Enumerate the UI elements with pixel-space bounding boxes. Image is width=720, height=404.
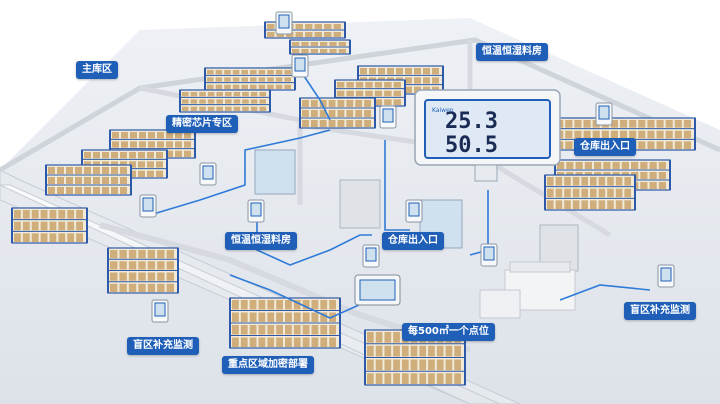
sensor-device-icon <box>151 299 169 323</box>
wire-far-right <box>559 284 651 301</box>
sensor-device-icon <box>379 105 397 129</box>
wire-main <box>149 129 331 216</box>
shelf-unit <box>11 207 88 244</box>
shelf-unit <box>229 297 341 349</box>
outer-wall-left <box>0 169 521 404</box>
display-brand: Kaiwen <box>432 107 454 114</box>
shelf-unit <box>45 164 132 196</box>
sensor-device-icon <box>247 199 265 223</box>
label-key-area-dense: 重点区域加密部署 <box>222 356 314 374</box>
label-blind-spot-right: 盲区补充监测 <box>624 302 696 320</box>
wire-upper <box>299 69 331 121</box>
sensor-device-icon <box>199 162 217 186</box>
glass-door-left <box>254 149 296 195</box>
shelf-unit <box>544 174 636 211</box>
sensor-device-icon <box>657 264 675 288</box>
sensor-device-icon <box>480 243 498 267</box>
shelf-unit <box>289 39 351 55</box>
label-constant-temp-room-top: 恒温恒湿料房 <box>476 43 548 61</box>
sensor-device-icon <box>362 244 380 268</box>
label-constant-temp-room-mid: 恒温恒湿料房 <box>225 232 297 250</box>
rollup-door-center <box>339 179 381 229</box>
shelf-unit <box>299 97 376 129</box>
shelf-unit <box>179 89 271 113</box>
display-reading-2: 50.5 <box>445 133 498 158</box>
label-entrance-right: 仓库出入口 <box>574 138 636 156</box>
sensor-device-icon <box>595 102 613 126</box>
gateway-monitor <box>354 274 401 306</box>
shelf-unit <box>107 247 179 294</box>
shelf-unit <box>204 67 296 91</box>
sensor-device-icon <box>405 199 423 223</box>
large-display-device: 25.3 50.5 Kaiwen <box>414 89 561 182</box>
shelving-group <box>11 21 696 386</box>
sensor-device-icon <box>291 54 309 78</box>
label-per-500sqm: 每500㎡一个点位 <box>402 323 495 341</box>
pallet-stack <box>479 261 576 319</box>
sensor-device-icon <box>275 11 293 35</box>
wire-entrance <box>384 140 410 231</box>
sensor-devices <box>139 11 675 323</box>
sensor-device-icon <box>139 194 157 218</box>
label-blind-spot-left: 盲区补充监测 <box>127 337 199 355</box>
label-entrance-center: 仓库出入口 <box>382 232 444 250</box>
label-precision-chip-area: 精密芯片专区 <box>166 115 238 133</box>
display-reading-1: 25.3 <box>445 109 498 134</box>
label-main-warehouse: 主库区 <box>76 61 118 79</box>
